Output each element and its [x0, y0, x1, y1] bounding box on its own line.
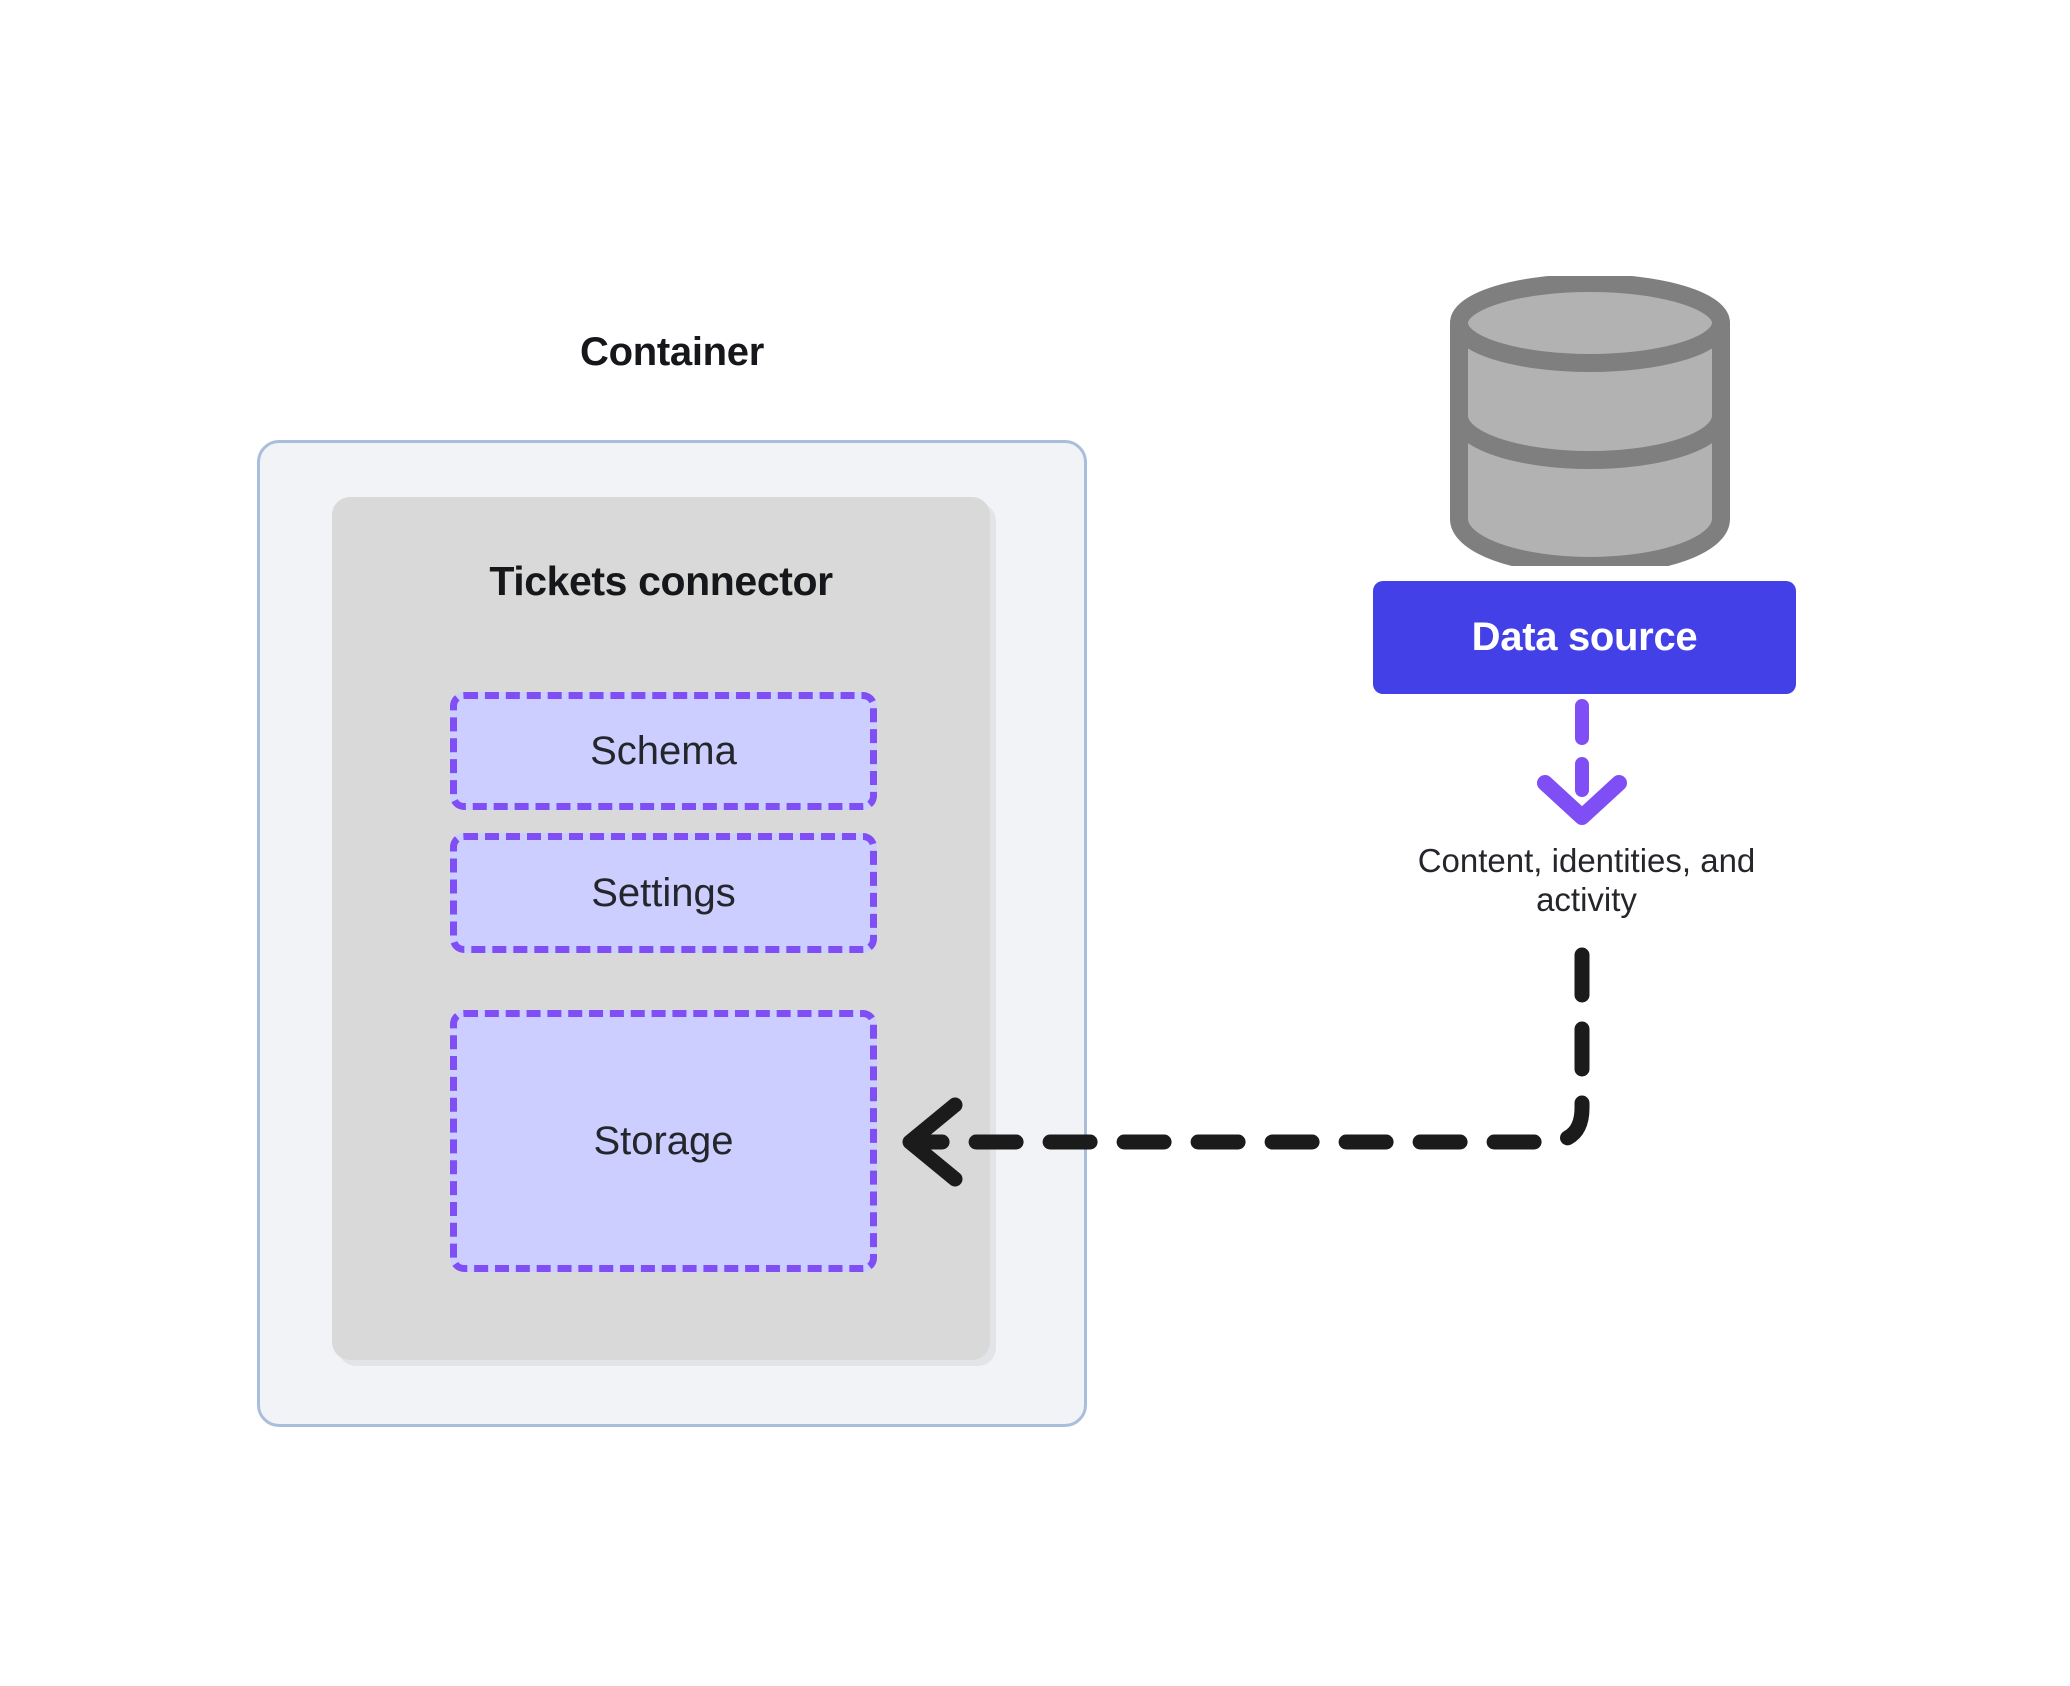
module-box-settings[interactable]: Settings: [450, 833, 877, 953]
tickets-connector-title: Tickets connector: [489, 558, 833, 604]
module-label-settings: Settings: [591, 870, 736, 915]
flow-description-label: Content, identities, and activity: [1417, 842, 1756, 918]
data-source-button[interactable]: Data source: [1373, 581, 1796, 694]
module-label-schema: Schema: [590, 728, 737, 773]
database-cylinder-icon: [1450, 276, 1730, 566]
data-source-label: Data source: [1471, 615, 1698, 659]
module-label-storage: Storage: [593, 1118, 734, 1163]
module-box-schema[interactable]: Schema: [450, 692, 877, 810]
module-box-storage[interactable]: Storage: [450, 1010, 877, 1272]
container-title: Container: [580, 330, 764, 374]
